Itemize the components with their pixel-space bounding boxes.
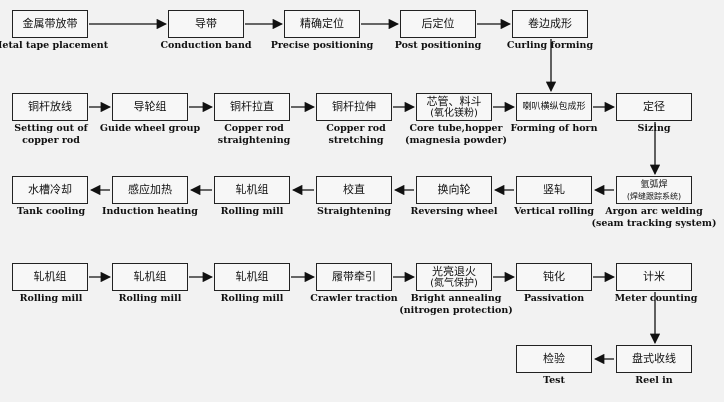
step-english-label: Post positioning [394, 40, 482, 51]
step-chinese-label: 轧机组 [235, 270, 269, 283]
step-box: 感应加热 [112, 176, 188, 204]
step-chinese-label: 履带牵引 [332, 270, 376, 283]
step-english-label: Copper rod straightening [217, 123, 291, 146]
step-english-label: Induction heating [102, 206, 198, 217]
step-chinese-label: 检验 [543, 352, 565, 365]
step-english-label: Copper rod stretching [326, 123, 386, 146]
step-english-label: Precise positioning [270, 40, 374, 51]
step-english-label: Tank cooling [16, 206, 86, 217]
step-english-label: Straightening [316, 206, 392, 217]
step-chinese-label: 导轮组 [133, 100, 167, 113]
step-box: 检验 [516, 345, 592, 373]
step-box: 竖轧 [516, 176, 592, 204]
step-english-label: Metal tape placement [0, 40, 109, 51]
step-english-label: Forming of horn [510, 123, 598, 134]
step-box: 校直 [316, 176, 392, 204]
step-chinese-label: 导带 [195, 17, 217, 30]
step-box: 水槽冷却 [12, 176, 88, 204]
step-chinese-label: 盘式收线 [632, 352, 676, 365]
step-box: 盘式收线 [616, 345, 692, 373]
step-english-label: Rolling mill [220, 206, 284, 217]
step-chinese-label: 精确定位 [300, 17, 344, 30]
step-english-label: Rolling mill [118, 293, 182, 304]
step-box: 芯管、料斗(氧化镁粉) [416, 93, 492, 121]
step-english-label: Reversing wheel [410, 206, 498, 217]
step-box: 卷边成形 [512, 10, 588, 38]
step-english-label: Setting out of copper rod [14, 123, 88, 146]
step-chinese-label: 金属带放带 [22, 17, 78, 30]
step-english-label: Argon arc welding (seam tracking system) [591, 206, 717, 229]
step-box: 轧机组 [214, 263, 290, 291]
step-chinese-label: 铜杆拉直 [230, 100, 274, 113]
step-chinese-label: 计米 [643, 270, 665, 283]
step-chinese-label: 芯管、料斗 [426, 94, 482, 108]
step-box: 计米 [616, 263, 692, 291]
step-chinese-label: 感应加热 [128, 183, 172, 196]
step-box: 精确定位 [284, 10, 360, 38]
step-box: 定径 [616, 93, 692, 121]
step-chinese-label: 喇叭横纵包成形 [522, 102, 586, 112]
step-english-label: Curling forming [506, 40, 594, 51]
step-chinese-label: 后定位 [421, 17, 455, 30]
step-chinese-label: 轧机组 [133, 270, 167, 283]
step-box: 导轮组 [112, 93, 188, 121]
step-english-label: Core tube,hopper (magnesia powder) [404, 123, 508, 146]
step-english-label: Bright annealing (nitrogen protection) [399, 293, 513, 316]
step-chinese-label: 轧机组 [235, 183, 269, 196]
step-english-label: Conduction band [160, 40, 252, 51]
step-chinese-label: 铜杆拉伸 [332, 100, 376, 113]
step-box: 轧机组 [12, 263, 88, 291]
step-english-label: Rolling mill [220, 293, 284, 304]
step-chinese-sublabel: (焊缝跟踪系统) [626, 191, 682, 201]
step-box: 铜杆放线 [12, 93, 88, 121]
step-box: 铜杆拉伸 [316, 93, 392, 121]
step-chinese-label: 氩弧焊 [640, 179, 668, 190]
step-box: 轧机组 [112, 263, 188, 291]
step-box: 换向轮 [416, 176, 492, 204]
step-chinese-label: 水槽冷却 [28, 183, 72, 196]
step-english-label: Guide wheel group [99, 123, 201, 134]
step-english-label: Test [543, 375, 565, 386]
step-box: 后定位 [400, 10, 476, 38]
step-chinese-label: 换向轮 [437, 183, 471, 196]
step-box: 履带牵引 [316, 263, 392, 291]
step-chinese-label: 钝化 [543, 270, 565, 283]
step-chinese-label: 竖轧 [543, 183, 565, 196]
step-english-label: Crawler traction [310, 293, 398, 304]
step-english-label: Vertical rolling [513, 206, 595, 217]
step-english-label: Reel in [635, 375, 673, 386]
step-english-label: Sizing [637, 123, 671, 134]
step-chinese-label: 铜杆放线 [28, 100, 72, 113]
step-chinese-sublabel: (氧化镁粉) [430, 107, 478, 119]
step-chinese-sublabel: (氮气保护) [430, 277, 478, 289]
step-box: 光亮退火(氮气保护) [416, 263, 492, 291]
step-english-label: Passivation [523, 293, 585, 304]
step-chinese-label: 校直 [343, 183, 365, 196]
step-box: 钝化 [516, 263, 592, 291]
step-box: 氩弧焊(焊缝跟踪系统) [616, 176, 692, 204]
step-chinese-label: 轧机组 [33, 270, 67, 283]
step-english-label: Meter counting [614, 293, 698, 304]
step-box: 金属带放带 [12, 10, 88, 38]
step-box: 导带 [168, 10, 244, 38]
step-box: 喇叭横纵包成形 [516, 93, 592, 121]
step-english-label: Rolling mill [19, 293, 83, 304]
step-box: 轧机组 [214, 176, 290, 204]
step-chinese-label: 定径 [643, 100, 665, 113]
step-box: 铜杆拉直 [214, 93, 290, 121]
step-chinese-label: 卷边成形 [528, 17, 572, 30]
step-chinese-label: 光亮退火 [432, 264, 476, 278]
